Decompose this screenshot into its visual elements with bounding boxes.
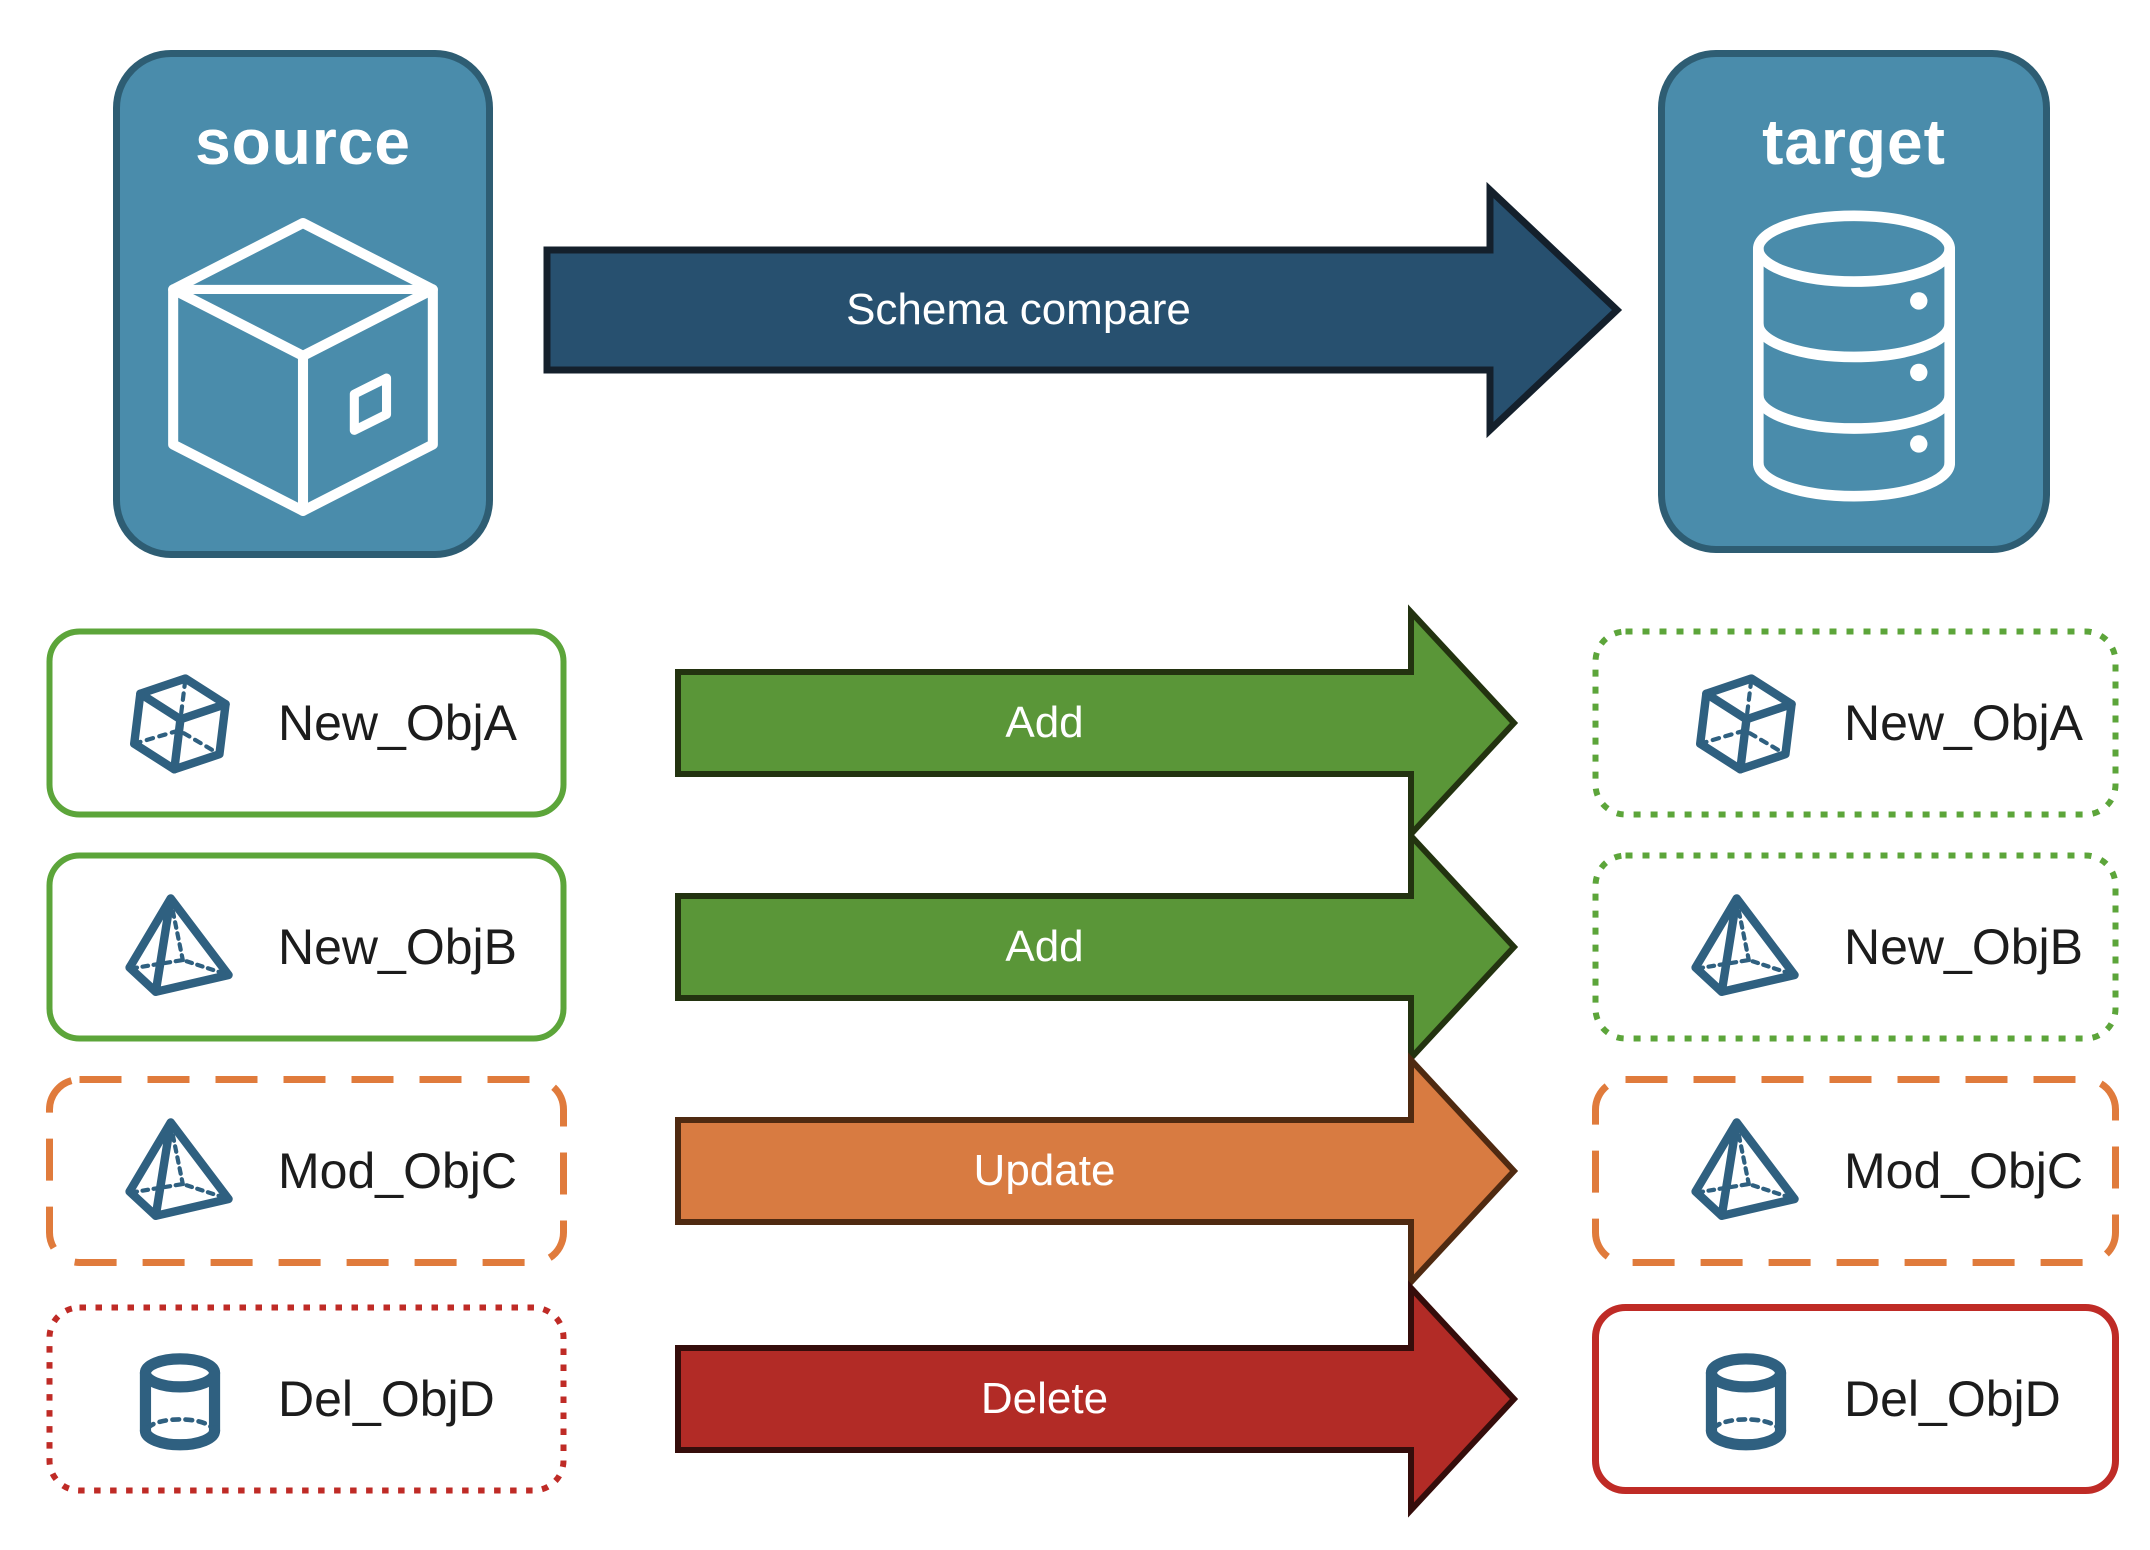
- target-object-box-new-obja: New_ObjA: [1592, 628, 2119, 818]
- pyramid-icon: [1691, 1118, 1799, 1220]
- target-panel-label: target: [1762, 106, 1946, 178]
- source-panel-label: source: [195, 106, 411, 178]
- update-arrow: [675, 1052, 1519, 1290]
- object-name: Mod_ObjC: [1844, 1143, 2083, 1199]
- pyramid-icon: [1691, 894, 1799, 996]
- object-name: New_ObjB: [1844, 919, 2083, 975]
- package-icon: [168, 218, 438, 516]
- dashed-orange-border: [46, 1076, 567, 1266]
- source-object-box-mod-objc: Mod_ObjC: [46, 1076, 567, 1266]
- add-arrow: [675, 604, 1519, 842]
- target-object-box-del-objd: Del_ObjD: [1592, 1304, 2119, 1494]
- source-object-box-new-objb: New_ObjB: [46, 852, 567, 1042]
- dotted-green-border: [1592, 852, 2119, 1042]
- source-panel: source: [113, 50, 493, 558]
- object-name: Mod_ObjC: [278, 1143, 517, 1199]
- source-object-box-del-objd: Del_ObjD: [46, 1304, 567, 1494]
- pyramid-icon: [125, 1118, 233, 1220]
- object-name: Del_ObjD: [278, 1371, 495, 1427]
- target-object-box-new-objb: New_ObjB: [1592, 852, 2119, 1042]
- add-arrow-label: Add: [1005, 922, 1084, 971]
- database-icon: [1752, 210, 1956, 502]
- solid-red-border: [1592, 1304, 2119, 1494]
- cube-icon: [130, 674, 230, 774]
- cylinder-icon: [139, 1353, 221, 1451]
- update-arrow-label: Update: [973, 1146, 1116, 1195]
- target-panel: target: [1658, 50, 2050, 553]
- pyramid-icon: [125, 894, 233, 996]
- add-arrow: [675, 828, 1519, 1066]
- object-name: New_ObjA: [278, 695, 517, 751]
- cube-icon: [1696, 674, 1796, 774]
- source-object-box-new-obja: New_ObjA: [46, 628, 567, 818]
- object-name: Del_ObjD: [1844, 1371, 2061, 1427]
- add-arrow-label: Add: [1005, 698, 1084, 747]
- schema-compare-arrow: [543, 181, 1623, 439]
- dashed-orange-border: [1592, 1076, 2119, 1266]
- solid-green-border: [46, 628, 567, 818]
- object-name: New_ObjB: [278, 919, 517, 975]
- dotted-green-border: [1592, 628, 2119, 818]
- delete-arrow-label: Delete: [980, 1374, 1109, 1423]
- delete-arrow: [675, 1280, 1519, 1518]
- cylinder-icon: [1705, 1353, 1787, 1451]
- target-object-box-mod-objc: Mod_ObjC: [1592, 1076, 2119, 1266]
- dotted-red-border: [46, 1304, 567, 1494]
- solid-green-border: [46, 852, 567, 1042]
- schema-compare-label: Schema compare: [846, 285, 1191, 334]
- object-name: New_ObjA: [1844, 695, 2083, 751]
